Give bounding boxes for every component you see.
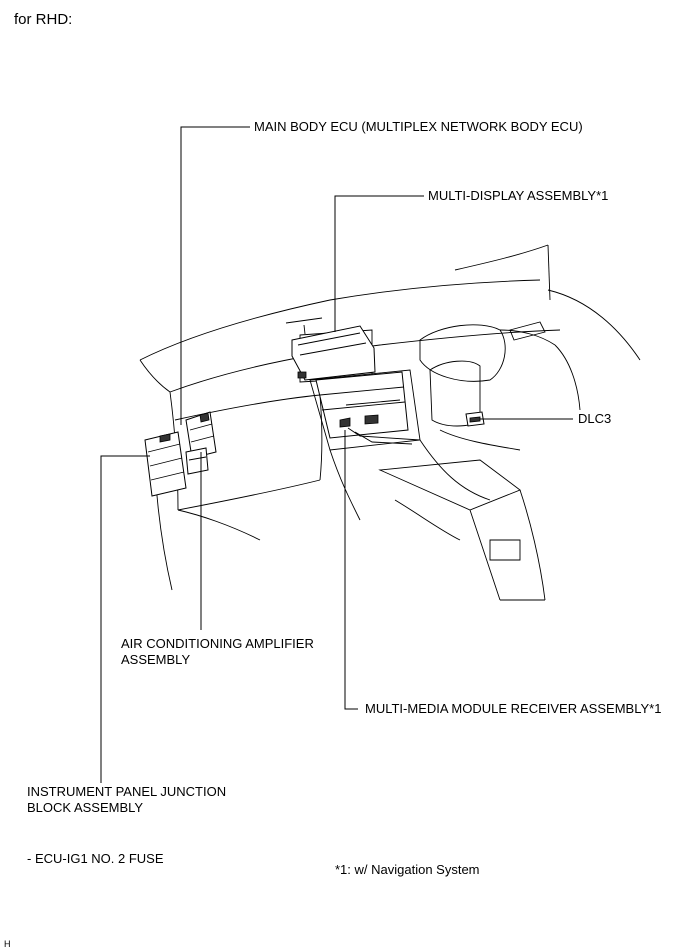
main-body-ecu-part (185, 411, 217, 459)
multi-media-leader (344, 430, 358, 710)
label-air-conditioning-line1: AIR CONDITIONING AMPLIFIER (121, 636, 314, 651)
label-junction-block-line2: BLOCK ASSEMBLY (27, 800, 144, 815)
leader-lines (100, 126, 573, 783)
junction-block-part (144, 431, 187, 497)
label-junction-block-line1: INSTRUMENT PANEL JUNCTION (27, 784, 227, 799)
fuse-note: - ECU-IG1 NO. 2 FUSE (27, 851, 164, 866)
label-air-conditioning-line2: ASSEMBLY (121, 652, 191, 667)
junction-block-leader (100, 455, 150, 783)
multi-display-leader (334, 195, 424, 332)
main-body-ecu-leader (180, 126, 250, 425)
multi-media-part (315, 371, 421, 445)
label-main-body-ecu: MAIN BODY ECU (MULTIPLEX NETWORK BODY EC… (254, 119, 583, 134)
label-multi-media: MULTI-MEDIA MODULE RECEIVER ASSEMBLY*1 (365, 701, 662, 716)
dlc3-part (465, 411, 485, 427)
label-multi-display: MULTI-DISPLAY ASSEMBLY*1 (428, 188, 609, 203)
diagram-title: for RHD: (14, 11, 73, 28)
footnote: *1: w/ Navigation System (335, 862, 480, 877)
corner-mark: H (4, 939, 11, 949)
multi-display-part (291, 325, 376, 381)
label-dlc3: DLC3 (578, 411, 612, 426)
air-conditioning-amplifier-part (185, 447, 209, 475)
